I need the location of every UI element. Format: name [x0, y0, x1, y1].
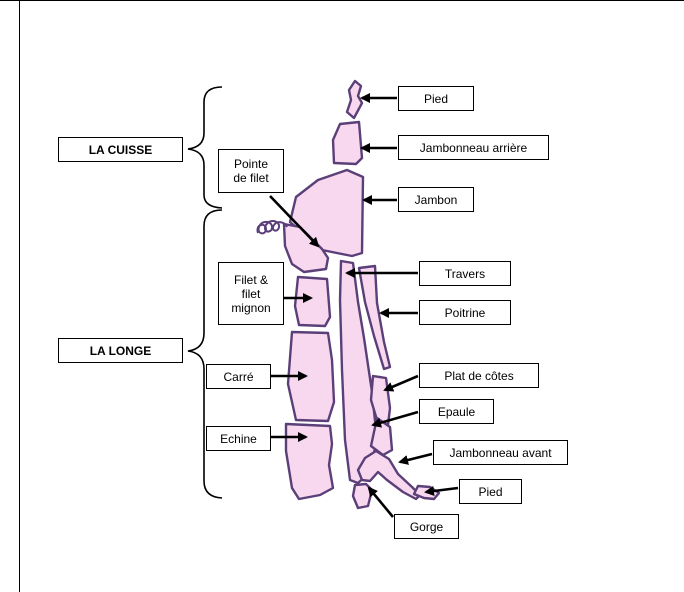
piece-gorge — [353, 484, 372, 508]
piece-echine — [286, 424, 333, 499]
label-pointe-de-filet-text: Pointe de filet — [233, 157, 268, 185]
label-la-cuisse: LA CUISSE — [58, 137, 183, 162]
label-la-cuisse-text: LA CUISSE — [89, 143, 153, 157]
label-echine: Echine — [206, 426, 271, 451]
label-echine-text: Echine — [220, 432, 257, 446]
piece-filet-mignon — [295, 277, 330, 326]
label-gorge: Gorge — [394, 514, 459, 539]
longe-brace — [188, 210, 222, 498]
label-jambon-text: Jambon — [415, 193, 458, 207]
label-filet-mignon: Filet & filet mignon — [218, 262, 284, 325]
tail-icon — [257, 221, 287, 233]
label-plat-de-cotes-text: Plat de côtes — [444, 369, 513, 383]
label-carre-text: Carré — [223, 370, 253, 384]
arrow-jambonneau-avant — [400, 454, 432, 462]
label-la-longe: LA LONGE — [58, 338, 183, 363]
label-travers-text: Travers — [445, 267, 485, 281]
label-pointe-de-filet: Pointe de filet — [218, 149, 284, 193]
label-la-longe-text: LA LONGE — [90, 344, 152, 358]
label-pied-top-text: Pied — [424, 92, 448, 106]
label-plat-de-cotes: Plat de côtes — [419, 363, 539, 388]
label-epaule-text: Epaule — [438, 405, 475, 419]
label-carre: Carré — [206, 364, 271, 389]
label-pied-bottom-text: Pied — [478, 485, 502, 499]
label-jambonneau-avant-text: Jambonneau avant — [449, 446, 551, 460]
label-gorge-text: Gorge — [410, 520, 443, 534]
arrow-plat-de-cotes — [385, 376, 418, 390]
label-pied-top: Pied — [398, 86, 474, 111]
cuisse-brace — [188, 87, 222, 208]
label-travers: Travers — [419, 261, 511, 286]
piece-pied-arriere — [347, 81, 362, 118]
label-epaule: Epaule — [419, 399, 494, 424]
label-poitrine-text: Poitrine — [445, 306, 486, 320]
label-jambon: Jambon — [398, 187, 474, 212]
label-filet-mignon-text: Filet & filet mignon — [231, 273, 270, 315]
label-jambonneau-avant: Jambonneau avant — [433, 440, 568, 465]
label-poitrine: Poitrine — [419, 300, 511, 325]
piece-jambonneau-arriere — [333, 122, 362, 164]
label-jambonneau-arriere: Jambonneau arrière — [398, 135, 549, 160]
label-pied-bottom: Pied — [459, 479, 522, 504]
arrow-gorge — [369, 488, 393, 517]
label-jambonneau-arriere-text: Jambonneau arrière — [420, 141, 527, 155]
